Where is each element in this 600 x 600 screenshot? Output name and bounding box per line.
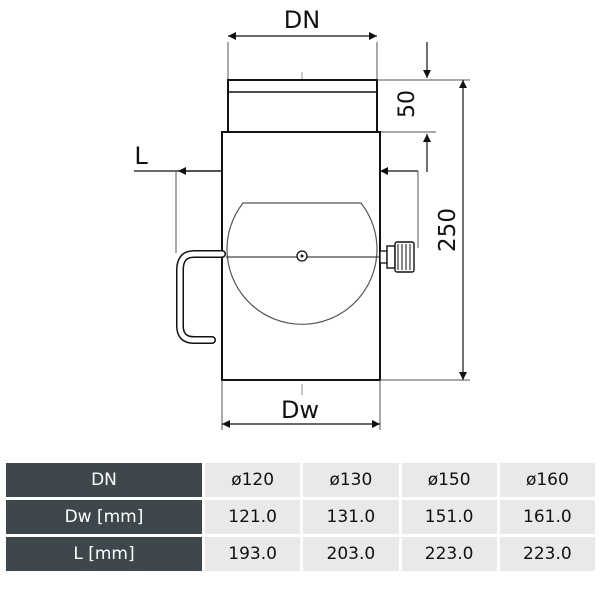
row-header: Dw [mm] <box>6 500 202 534</box>
length-dimension: L <box>134 142 419 253</box>
table-cell: 151.0 <box>398 500 497 534</box>
specification-table: DN ø120 ø130 ø150 ø160 Dw [mm] 121.0 131… <box>6 460 595 574</box>
outer-diameter-label: Dw <box>281 396 319 424</box>
damper-handle <box>176 250 226 344</box>
table-cell: 223.0 <box>398 537 497 571</box>
table-cell: 161.0 <box>496 500 595 534</box>
damper-disc <box>226 202 380 325</box>
row-header: DN <box>6 463 202 497</box>
collar-height-dimension: 50 <box>377 42 436 172</box>
table-cell: 223.0 <box>496 537 595 571</box>
outer-diameter-dimension: Dw <box>221 380 381 430</box>
table-row-dn: DN ø120 ø130 ø150 ø160 <box>6 463 595 497</box>
table-cell: ø150 <box>398 463 497 497</box>
dn-dimension: DN <box>227 6 378 80</box>
locking-screw <box>379 241 415 273</box>
total-height-label: 250 <box>435 208 461 252</box>
dn-label: DN <box>284 6 320 34</box>
table-cell: ø120 <box>202 463 301 497</box>
row-header: L [mm] <box>6 537 202 571</box>
table-cell: 121.0 <box>202 500 301 534</box>
table-row-dw: Dw [mm] 121.0 131.0 151.0 161.0 <box>6 500 595 534</box>
collar-height-label: 50 <box>395 90 420 118</box>
technical-drawing: DN 50 L <box>134 6 470 430</box>
pipe-collar <box>227 79 378 133</box>
table-cell: 203.0 <box>300 537 399 571</box>
table-cell: ø130 <box>300 463 399 497</box>
table-cell: 131.0 <box>300 500 399 534</box>
table-cell: ø160 <box>496 463 595 497</box>
table-cell: 193.0 <box>202 537 301 571</box>
table-row-l: L [mm] 193.0 203.0 223.0 223.0 <box>6 537 595 571</box>
length-label: L <box>134 142 148 170</box>
total-height-dimension: 250 <box>377 79 470 381</box>
